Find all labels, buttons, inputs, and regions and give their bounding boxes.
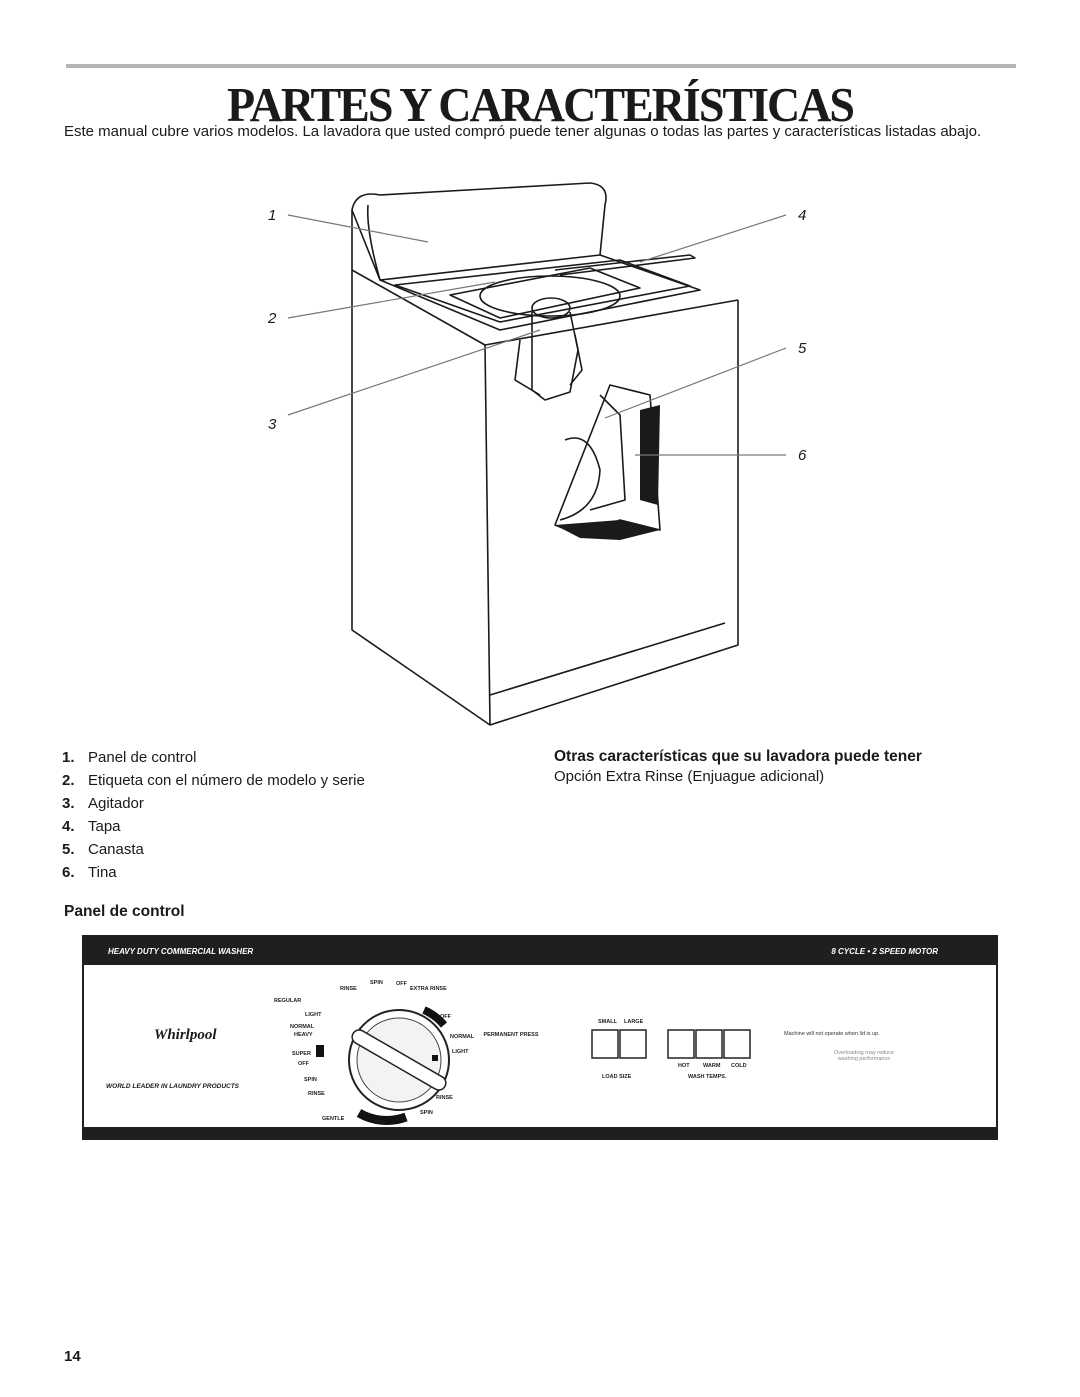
parts-list: 1.Panel de control 2.Etiqueta con el núm… <box>62 746 365 884</box>
panel-graphics <box>316 1006 751 1125</box>
features-text: Opción Extra Rinse (Enjuague adicional) <box>554 768 825 785</box>
overload-warning: Overloading may reduce washing performan… <box>834 1050 894 1062</box>
list-item: 1.Panel de control <box>62 749 197 766</box>
dial-label: LIGHT <box>305 1012 322 1018</box>
dial-label: SPIN <box>370 980 383 986</box>
dial-label: OFF <box>298 1061 309 1067</box>
dial-label: SPIN <box>304 1077 317 1083</box>
list-item: 4.Tapa <box>62 818 121 835</box>
whirlpool-logo: Whirlpool <box>154 1027 217 1043</box>
dial-label: RINSE <box>436 1095 453 1101</box>
panel-bar-left: HEAVY DUTY COMMERCIAL WASHER <box>108 947 254 956</box>
list-item: 2.Etiqueta con el número de modelo y ser… <box>62 772 365 789</box>
dial-label: HEAVY <box>294 1032 313 1038</box>
temp-warm-label: WARM <box>703 1063 721 1069</box>
agitator <box>531 311 579 401</box>
callout-1: 1 <box>268 207 277 224</box>
callout-2: 2 <box>268 310 277 327</box>
dial-label: REGULAR <box>274 998 302 1004</box>
dial-label: GENTLE <box>322 1116 345 1122</box>
panel-face: Whirlpool WORLD LEADER IN LAUNDRY PRODUC… <box>84 965 996 1127</box>
callout-6: 6 <box>798 447 807 464</box>
lid-warning: Machine will not operate when lid is up. <box>784 1031 880 1037</box>
top-rule <box>66 64 1016 68</box>
features-heading: Otras características que su lavadora pu… <box>554 748 922 765</box>
washer-illustration <box>287 182 787 726</box>
dial-label: NORMAL <box>290 1024 315 1030</box>
list-item: 3.Agitador <box>62 795 144 812</box>
dial-label: SUPER <box>292 1051 311 1057</box>
tagline: WORLD LEADER IN LAUNDRY PRODUCTS <box>106 1083 240 1090</box>
load-size-label: LOAD SIZE <box>602 1074 632 1080</box>
control-panel-image: HEAVY DUTY COMMERCIAL WASHER 8 CYCLE • 2… <box>82 935 998 1140</box>
dial-label: RINSE <box>340 986 357 992</box>
callout-4: 4 <box>798 207 807 224</box>
callout-5: 5 <box>798 340 807 357</box>
dial-label: OFF <box>374 1120 385 1126</box>
control-panel-heading: Panel de control <box>64 903 185 920</box>
page-title: PARTES Y CARACTERÍSTICAS <box>226 77 855 132</box>
panel-bar-right: 8 CYCLE • 2 SPEED MOTOR <box>831 947 938 956</box>
dial-knob <box>351 1029 447 1091</box>
dial-label: RINSE <box>308 1091 325 1097</box>
load-small-label: SMALL <box>598 1019 617 1025</box>
intro-paragraph: Este manual cubre varios modelos. La lav… <box>64 123 982 140</box>
dial-label: SPIN <box>420 1110 433 1116</box>
dial-label: OFF <box>440 1014 451 1020</box>
control-console <box>351 182 607 281</box>
dial-label: OFF <box>396 981 407 987</box>
page-number: 14 <box>64 1348 81 1365</box>
wash-temps-label: WASH TEMPS. <box>688 1074 727 1080</box>
list-item: 5.Canasta <box>62 841 144 858</box>
dial-label: PERMANENT PRESS <box>483 1032 539 1038</box>
callout-3: 3 <box>268 416 277 433</box>
dial-label: EXTRA RINSE <box>410 986 447 992</box>
temp-cold-button <box>723 1029 751 1059</box>
load-small-button <box>591 1029 619 1059</box>
temp-hot-button <box>667 1029 695 1059</box>
dial-label: NORMAL <box>450 1034 475 1040</box>
load-large-label: LARGE <box>624 1019 644 1025</box>
temp-cold-label: COLD <box>731 1063 747 1069</box>
load-large-button <box>619 1029 647 1059</box>
temp-warm-button <box>695 1029 723 1059</box>
list-item: 6.Tina <box>62 864 117 881</box>
temp-hot-label: HOT <box>678 1063 690 1069</box>
dial-label: LIGHT <box>452 1049 469 1055</box>
